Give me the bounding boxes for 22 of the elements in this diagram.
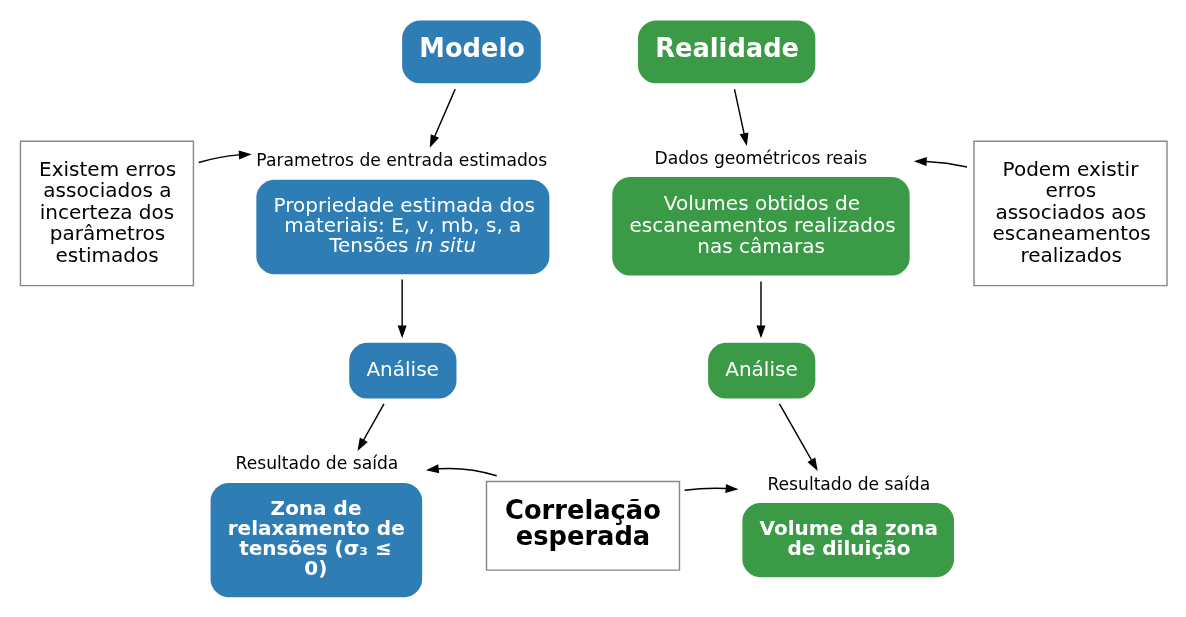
arrow <box>913 157 968 168</box>
arrow <box>397 278 407 339</box>
arrow <box>198 150 252 164</box>
node-box: Análise <box>708 342 816 399</box>
node-box: Volumes obtidos de escaneamentos realizados nas câmaras <box>612 177 910 276</box>
node-box: Análise <box>349 342 457 399</box>
node-label: Resultado de saída <box>235 453 399 474</box>
arrow <box>778 403 818 471</box>
node-box: Volume da zona de diluição <box>742 502 954 578</box>
arrow <box>756 280 766 339</box>
node-label: Dados geométricos reais <box>654 147 868 168</box>
arrow <box>429 88 456 148</box>
node-box: Modelo <box>402 20 541 84</box>
node-box: Propriedade estimada dos materiais: E, v, mb, s, a Tensões in situ <box>256 179 550 275</box>
node-label: Parametros de entrada estimados <box>256 150 548 171</box>
arrow <box>733 88 749 146</box>
node-box: Realidade <box>638 20 816 84</box>
node-label: Resultado de saída <box>767 473 931 494</box>
arrow <box>357 403 385 452</box>
arrow <box>683 484 739 493</box>
node-box: Zona de relaxamento de tensões (σ₃ ≤ 0) <box>210 482 423 598</box>
arrow <box>425 464 498 477</box>
